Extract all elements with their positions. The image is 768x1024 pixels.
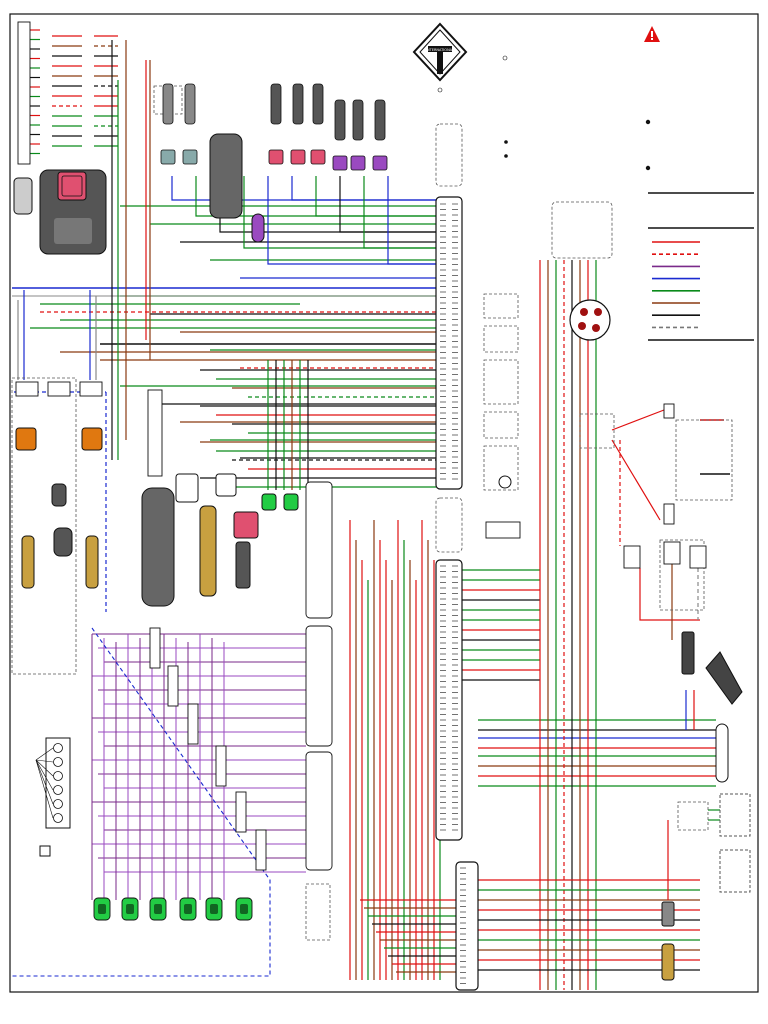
logo-text: INTERNATIONAL <box>426 48 454 52</box>
glow-plug <box>53 799 63 809</box>
engine-control-module-icon <box>13 169 107 255</box>
wire <box>611 439 661 521</box>
sensor-connector <box>310 149 326 165</box>
injector-pin-block <box>240 904 248 914</box>
actuator-components <box>141 133 299 607</box>
glow-plug <box>53 771 63 781</box>
wire <box>267 176 436 265</box>
sensor-connector <box>372 155 388 171</box>
sensor-body <box>184 83 196 125</box>
international-logo: INTERNATIONAL <box>412 22 508 93</box>
glow-plug <box>53 743 63 753</box>
ecm-connector-lower <box>435 559 463 841</box>
sensor-body <box>334 99 346 141</box>
sensor-body <box>162 83 174 125</box>
glow-plug <box>53 757 63 767</box>
wire <box>639 568 700 621</box>
wire <box>315 176 436 217</box>
sensor-connector <box>268 149 284 165</box>
sensor-connectors <box>160 83 388 171</box>
wire <box>387 176 436 265</box>
orange-connectors <box>15 427 103 589</box>
glow-plug-lead <box>35 759 54 805</box>
sensor-connector <box>350 155 366 171</box>
injector-connectors <box>93 897 253 921</box>
diagram-border <box>9 13 759 993</box>
wire <box>10 627 271 977</box>
sensor-connector <box>182 149 198 165</box>
glow-plug-lead <box>35 759 54 777</box>
sensor-body <box>292 83 304 125</box>
wire-harness <box>10 29 730 990</box>
injector-pin-block <box>98 904 106 914</box>
glow-plug-block <box>35 737 71 857</box>
legend-area <box>504 119 754 341</box>
sensor-body <box>374 99 386 141</box>
injector-pin-block <box>184 904 192 914</box>
glow-plug <box>53 785 63 795</box>
glow-plug-lead <box>35 759 54 819</box>
sensor-body <box>270 83 282 125</box>
glow-plug-lead <box>35 759 54 791</box>
wire <box>339 176 436 233</box>
sensor-body <box>352 99 364 141</box>
injector-pin-block <box>126 904 134 914</box>
glow-plug <box>53 813 63 823</box>
relay-block <box>15 21 707 871</box>
ecm-connector-upper <box>435 196 463 490</box>
glow-plug-lead <box>35 759 54 763</box>
wire <box>611 409 665 431</box>
injector-pin-block <box>210 904 218 914</box>
sensor-connector <box>160 149 176 165</box>
ecm-connector-bottom <box>455 861 479 991</box>
warning-triangle-icon <box>644 26 660 42</box>
dashed-module-boxes <box>11 85 733 941</box>
sensor-connector <box>290 149 306 165</box>
sensor-body <box>312 83 324 125</box>
injector-pin-block <box>154 904 162 914</box>
sensor-connector <box>332 155 348 171</box>
wire-color-legend <box>652 241 700 329</box>
glow-plug-lead <box>35 747 54 761</box>
wire <box>363 176 436 249</box>
right-side-components <box>498 299 751 981</box>
